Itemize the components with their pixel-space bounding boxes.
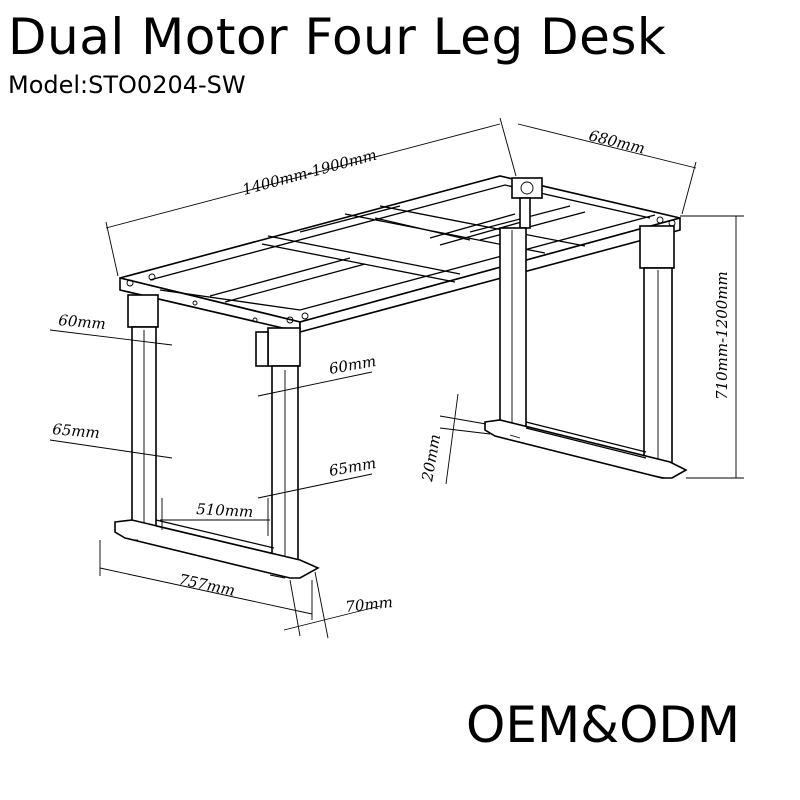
dim-foot-height-label: 20mm <box>418 433 444 484</box>
front-left-leg <box>127 294 159 528</box>
model-number: Model:STO0204-SW <box>8 71 246 99</box>
dim-upper-column-left-label: 60mm <box>58 311 107 333</box>
back-left-leg <box>499 227 527 429</box>
right-lower-crossbar <box>525 421 647 459</box>
dim-depth-label: 680mm <box>587 126 647 157</box>
desk-top-frame <box>119 175 681 334</box>
right-foot <box>484 419 688 479</box>
dim-lower-column-left-label: 65mm <box>52 420 101 442</box>
dim-lower-column-right-label: 65mm <box>328 454 378 480</box>
oem-odm-badge: OEM&ODM <box>466 696 741 754</box>
back-right-leg <box>639 225 675 469</box>
dimension-lines <box>49 117 744 639</box>
page-title: Dual Motor Four Leg Desk <box>8 8 667 66</box>
dim-upper-column-right-label: 60mm <box>328 352 378 378</box>
dim-width-label: 1400mm-1900mm <box>240 146 378 199</box>
left-lower-crossbar <box>155 519 275 555</box>
front-right-leg <box>255 327 301 567</box>
dim-foot-width-label: 70mm <box>345 593 394 616</box>
dim-inner-span-label: 510mm <box>196 500 254 521</box>
dim-height-label: 710mm-1200mm <box>713 271 731 400</box>
dim-foot-length-label: 757mm <box>177 570 237 599</box>
